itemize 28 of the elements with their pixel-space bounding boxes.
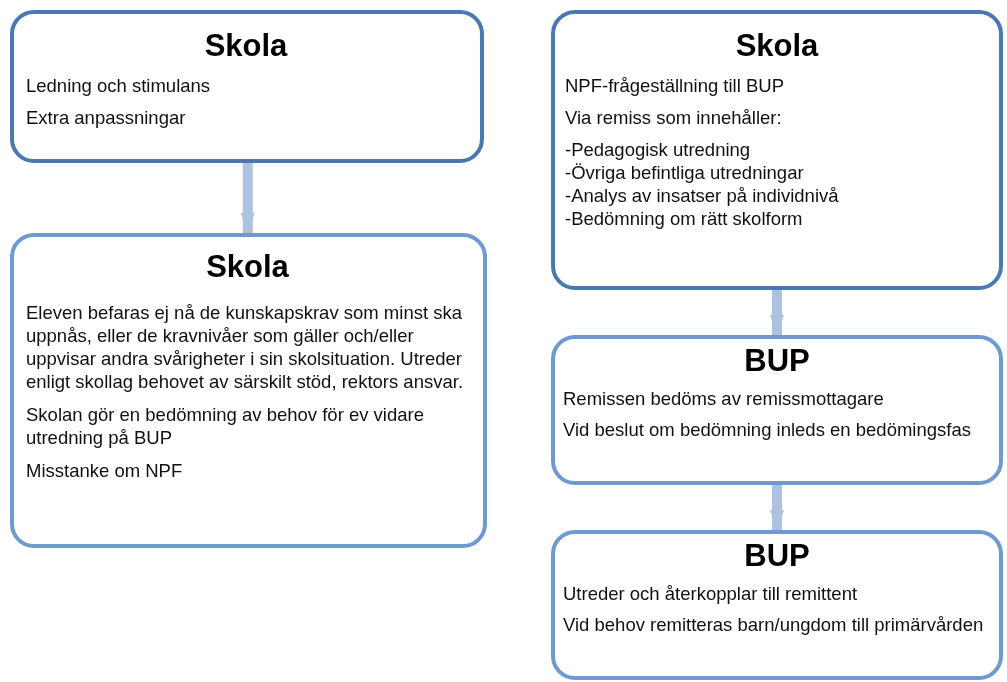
box-heading: BUP xyxy=(743,343,811,379)
list-item: -Pedagogisk utredning xyxy=(565,137,752,161)
box-text: Skolan gör en bedömning av behov för ev vidare utredning på BUP xyxy=(26,403,425,450)
box-text: NPF-frågeställning till BUP xyxy=(565,73,785,97)
box-text: Utreder och återkopplar till remittent xyxy=(563,581,859,605)
list-item: -Bedömning om rätt skolform xyxy=(565,207,804,231)
box-text: Remissen bedöms av remissmottagare xyxy=(563,386,885,410)
process-box xyxy=(551,335,1003,485)
box-text: Ledning och stimulans xyxy=(26,73,212,97)
box-text: Extra anpassningar xyxy=(26,105,187,129)
box-text: Via remiss som innehåller: xyxy=(565,105,783,129)
box-text: Eleven befaras ej nå de kunskapskrav som minst ska uppnås, eller de kravnivåer som gäller och/eller uppvisar andra svårigheter i sin skolsituation. Utreder enligt skollag behovet av särskilt stöd, rektors ansvar. xyxy=(26,300,465,394)
process-box xyxy=(551,530,1003,680)
process-box xyxy=(10,10,484,163)
box-text: Vid behov remitteras barn/ungdom till primärvården xyxy=(563,612,985,636)
box-heading: Skola xyxy=(734,28,820,64)
box-text: Misstanke om NPF xyxy=(26,459,184,483)
box-heading: BUP xyxy=(743,538,811,574)
process-box xyxy=(10,233,487,548)
box-heading: Skola xyxy=(203,28,289,64)
list-item: -Övriga befintliga utredningar xyxy=(565,161,805,185)
down-arrow xyxy=(770,290,784,335)
box-text: Vid beslut om bedömning inleds en bedömingsfas xyxy=(563,417,972,441)
down-arrow xyxy=(770,485,784,530)
list-item: -Analys av insatser på individnivå xyxy=(565,184,840,208)
process-box xyxy=(551,10,1003,290)
box-heading: Skola xyxy=(205,249,290,285)
down-arrow xyxy=(240,163,255,233)
